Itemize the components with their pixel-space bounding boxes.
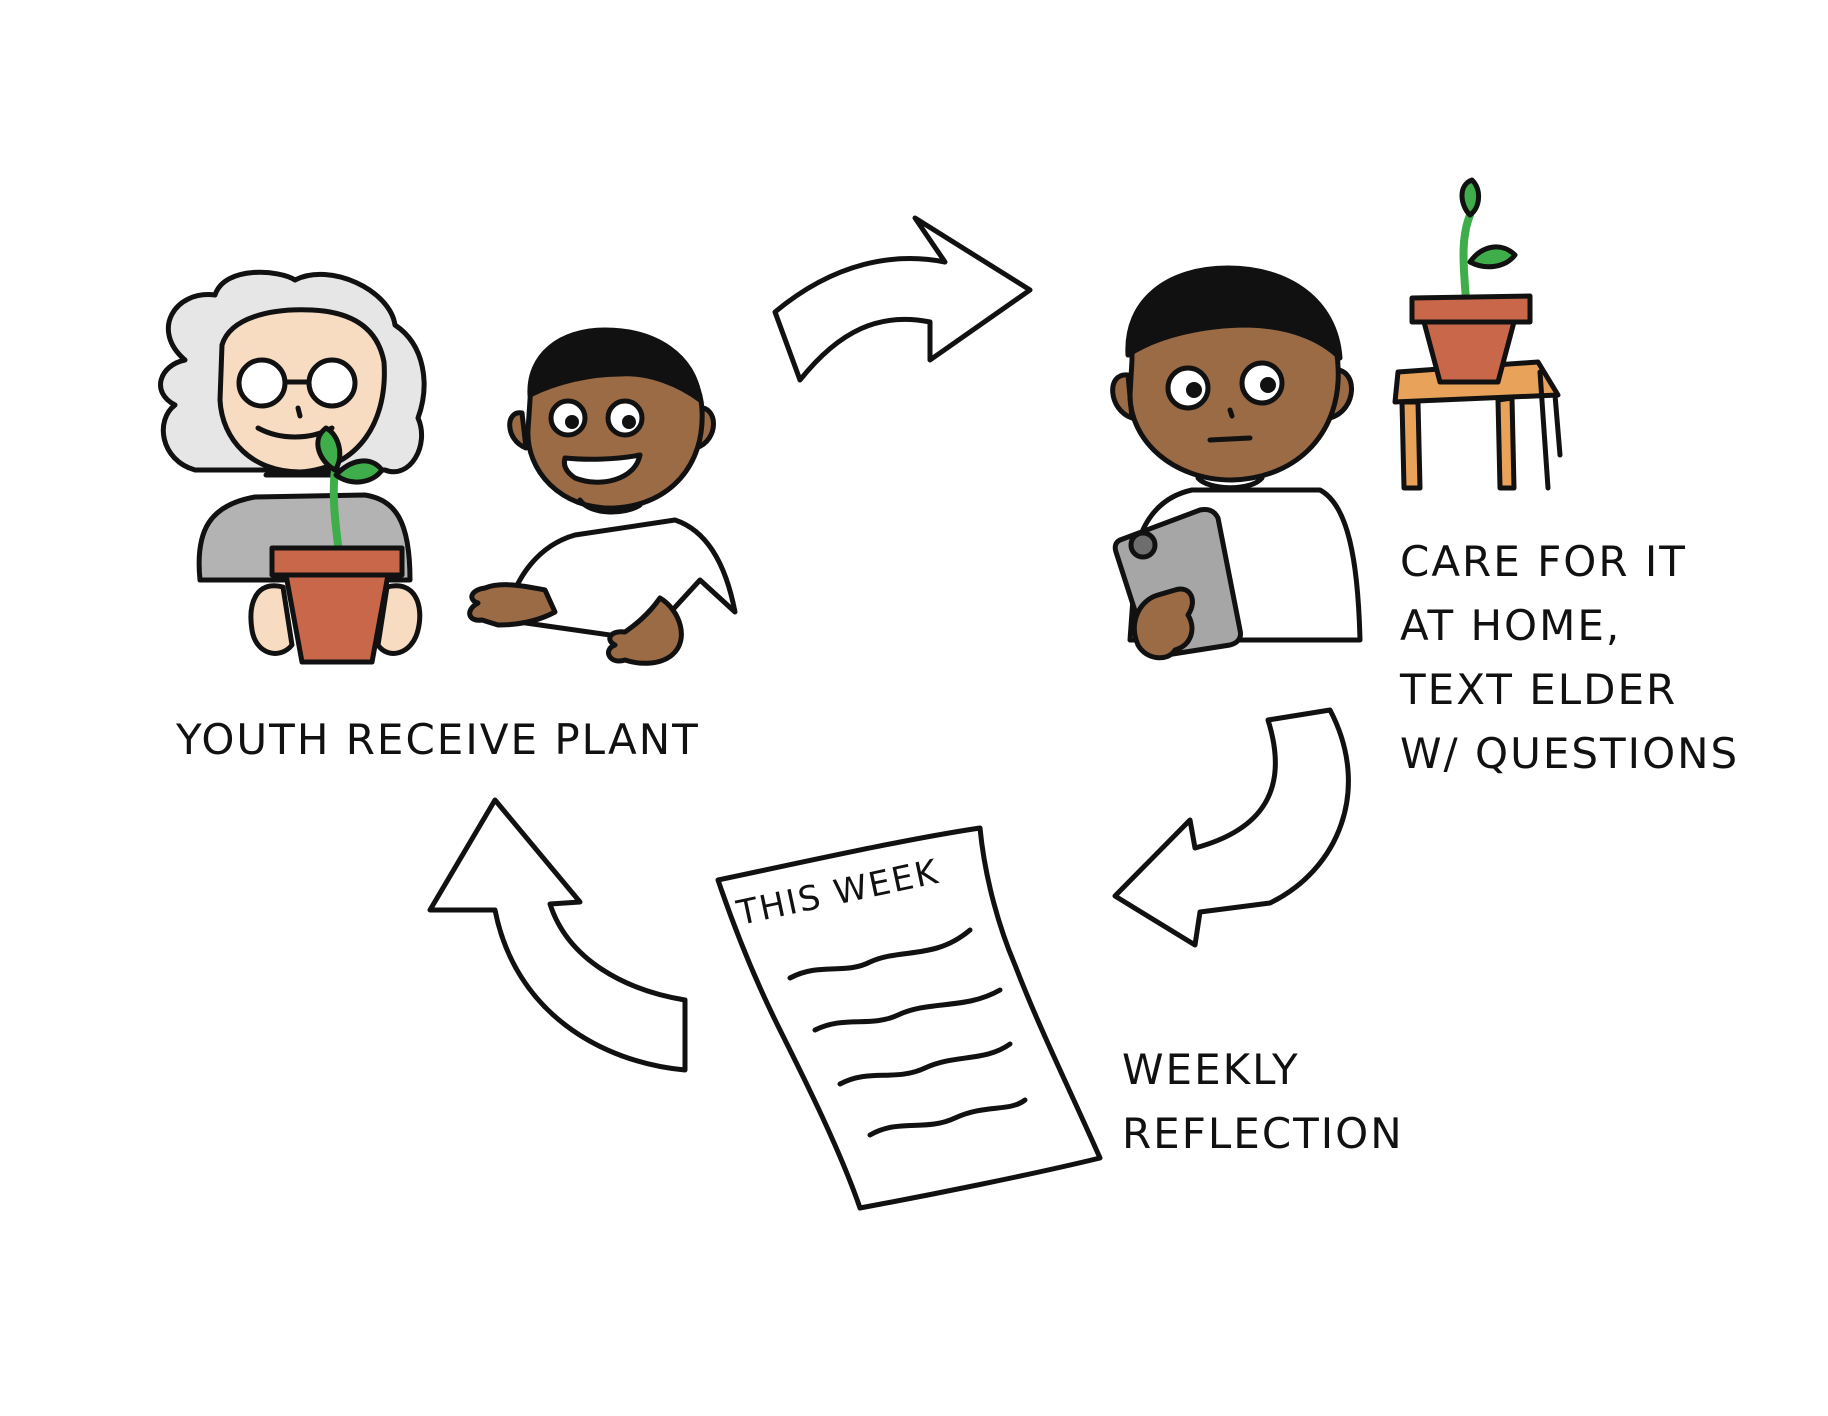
sprout-leaf-2b bbox=[1467, 244, 1518, 270]
youth-grin-1 bbox=[561, 452, 643, 485]
reflection-sheet bbox=[715, 825, 1103, 1211]
youth-ear-left-2 bbox=[1110, 372, 1135, 421]
elder-glasses-right bbox=[306, 357, 358, 409]
step-1-text: YOUTH RECEIVE PLANT bbox=[176, 715, 700, 764]
step-label-weekly-reflection: WEEKLY REFLECTION bbox=[1122, 1038, 1404, 1166]
sheet-line-2 bbox=[812, 987, 1003, 1033]
step-3-line-1: WEEKLY bbox=[1122, 1045, 1300, 1094]
youth-arm-left-1 bbox=[467, 582, 558, 628]
youth-shirt-1 bbox=[502, 517, 738, 643]
camera-icon bbox=[1128, 530, 1158, 560]
sheet-paper bbox=[715, 825, 1103, 1211]
youth-hair-1 bbox=[527, 327, 703, 403]
step-2-line-2: AT HOME, bbox=[1400, 601, 1622, 650]
step-2-line-4: W/ QUESTIONS bbox=[1400, 729, 1740, 778]
sprout-leaf-2a bbox=[1459, 177, 1481, 218]
youth-mouth-2 bbox=[1207, 435, 1253, 443]
step-label-care-at-home: CARE FOR IT AT HOME, TEXT ELDER W/ QUEST… bbox=[1400, 530, 1739, 786]
sprout-stem-1 bbox=[329, 466, 342, 549]
youth-figure-receiving bbox=[467, 327, 738, 666]
table-leg-left bbox=[1399, 399, 1423, 491]
table-leg-right bbox=[1495, 395, 1517, 491]
step-2-line-3: TEXT ELDER bbox=[1400, 665, 1678, 714]
plant-pot-2 bbox=[1409, 293, 1533, 385]
sheet-line-1 bbox=[787, 927, 973, 981]
step-2-line-1: CARE FOR IT bbox=[1400, 537, 1687, 586]
elder-hand-right bbox=[375, 583, 423, 656]
cycle-arrow-right bbox=[1112, 707, 1351, 948]
sheet-line-4 bbox=[867, 1097, 1028, 1138]
youth-ear-left-1 bbox=[507, 410, 529, 451]
sprout-stem-2 bbox=[1459, 211, 1474, 304]
plant-on-table bbox=[1392, 177, 1563, 491]
sprout-leaf-1a bbox=[315, 425, 343, 473]
cycle-arrow-top bbox=[772, 215, 1033, 383]
sheet-line-3 bbox=[837, 1041, 1013, 1087]
youth-hair-2 bbox=[1125, 265, 1343, 361]
youth-figure-texting bbox=[1110, 265, 1363, 661]
cycle-arrow-left bbox=[427, 797, 688, 1073]
youth-hand-2 bbox=[1131, 586, 1195, 661]
elder-glasses-left bbox=[236, 357, 288, 409]
handed-plant bbox=[269, 425, 405, 665]
elder-hand-left bbox=[248, 583, 295, 656]
step-3-line-2: REFLECTION bbox=[1122, 1109, 1404, 1158]
sprout-leaf-1b bbox=[333, 458, 385, 485]
step-label-receive-plant: YOUTH RECEIVE PLANT bbox=[176, 708, 700, 772]
youth-arm-right-1 bbox=[606, 595, 684, 666]
